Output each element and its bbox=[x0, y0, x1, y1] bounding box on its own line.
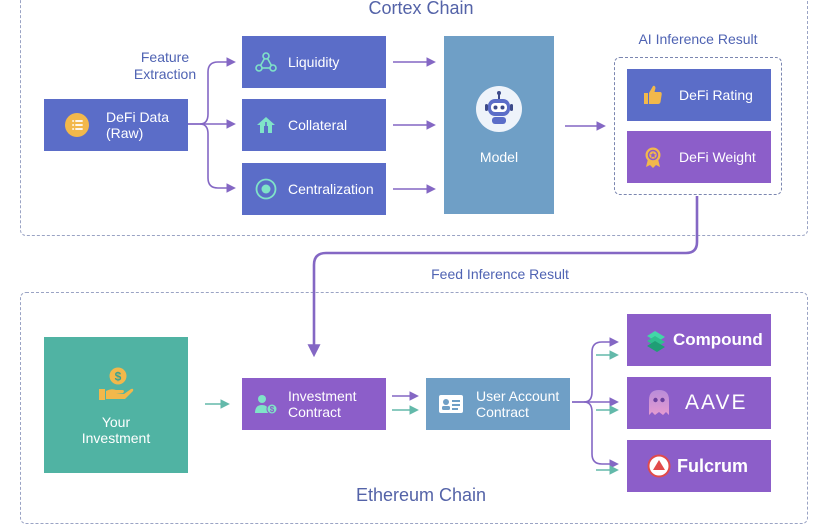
feed-inference-result-label: Feed Inference Result bbox=[431, 266, 569, 282]
compound-node: Compound bbox=[627, 314, 771, 366]
id-card-icon bbox=[438, 393, 464, 415]
defi-rating-label: DeFi Rating bbox=[679, 87, 753, 103]
nodes-icon bbox=[254, 50, 278, 74]
defi-data-label: DeFi Data (Raw) bbox=[106, 109, 170, 141]
coin-hand-icon: $ bbox=[96, 364, 136, 404]
collateral-node: Collateral bbox=[242, 99, 386, 151]
your-investment-label: Your Investment bbox=[81, 414, 151, 446]
aave-ghost-icon bbox=[647, 388, 671, 418]
ai-inference-result-group bbox=[614, 57, 782, 195]
ethereum-chain-title: Ethereum Chain bbox=[330, 485, 512, 506]
cortex-chain-title: Cortex Chain bbox=[340, 0, 502, 19]
investment-contract-node: $ Investment Contract bbox=[242, 378, 386, 430]
centralization-node: Centralization bbox=[242, 163, 386, 215]
compound-label: Compound bbox=[673, 330, 763, 349]
connector-lines bbox=[188, 57, 699, 475]
compound-logo-icon bbox=[645, 328, 667, 352]
fulcrum-node: Fulcrum bbox=[627, 440, 771, 492]
svg-text:$: $ bbox=[115, 370, 122, 384]
list-icon bbox=[64, 112, 90, 138]
cortex-chain-frame bbox=[20, 0, 808, 236]
user-account-contract-node: User Account Contract bbox=[426, 378, 570, 430]
defi-weight-node: DeFi Weight bbox=[627, 131, 771, 183]
target-icon bbox=[254, 177, 278, 201]
liquidity-node: Liquidity bbox=[242, 36, 386, 88]
thumbs-up-icon bbox=[641, 83, 665, 107]
collateral-label: Collateral bbox=[288, 117, 348, 133]
your-investment-node: $ Your Investment bbox=[44, 337, 188, 473]
medal-icon bbox=[641, 145, 665, 169]
defi-data-node: DeFi Data (Raw) bbox=[44, 99, 188, 151]
centralization-label: Centralization bbox=[288, 181, 374, 197]
person-coin-icon: $ bbox=[254, 392, 278, 416]
ai-inference-result-label: AI Inference Result bbox=[638, 31, 758, 47]
svg-text:$: $ bbox=[270, 405, 275, 414]
liquidity-label: Liquidity bbox=[288, 54, 340, 70]
feature-extraction-label: Feature Extraction bbox=[133, 49, 197, 82]
aave-node: AAVE bbox=[627, 377, 771, 429]
robot-icon bbox=[475, 85, 523, 133]
investment-contract-label: Investment Contract bbox=[288, 388, 357, 420]
aave-label: AAVE bbox=[685, 391, 748, 414]
model-label: Model bbox=[479, 149, 519, 165]
defi-weight-label: DeFi Weight bbox=[679, 149, 756, 165]
defi-rating-node: DeFi Rating bbox=[627, 69, 771, 121]
fulcrum-label: Fulcrum bbox=[677, 456, 749, 476]
home-icon bbox=[254, 113, 278, 137]
fulcrum-logo-icon bbox=[647, 454, 671, 478]
model-node: Model bbox=[444, 36, 554, 214]
user-account-contract-label: User Account Contract bbox=[476, 388, 560, 420]
